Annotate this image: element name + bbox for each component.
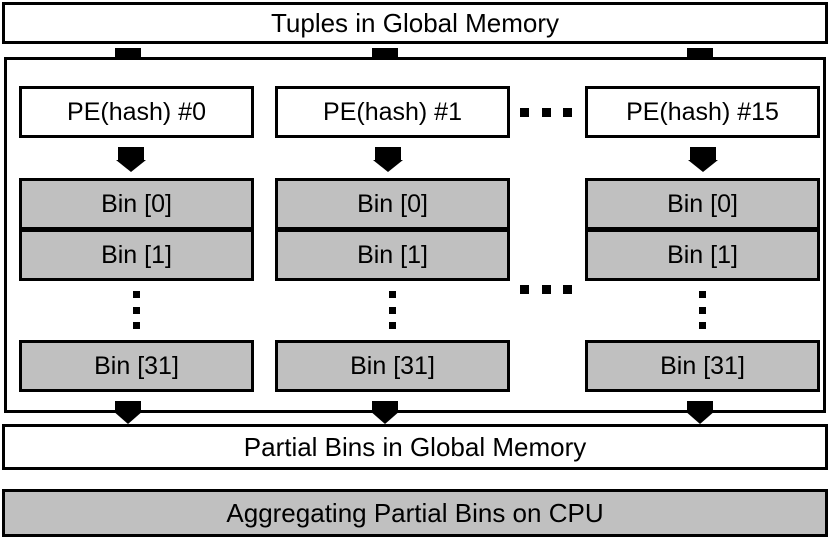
arrow-tail xyxy=(372,401,398,410)
arrow-pe-15-to-bins xyxy=(687,147,719,172)
arrow-bins-0-to-partial xyxy=(112,401,144,424)
dot xyxy=(389,322,396,329)
bin-box-0-1[interactable]: Bin [1] xyxy=(19,229,254,281)
arrow-tail xyxy=(375,147,401,160)
dot xyxy=(563,108,572,117)
dot xyxy=(563,285,572,294)
dot xyxy=(541,285,551,294)
dot xyxy=(389,291,396,298)
arrow-pe-0-to-bins xyxy=(115,147,147,172)
bin-box-15-0[interactable]: Bin [0] xyxy=(585,178,820,230)
arrow-tail xyxy=(118,147,144,160)
arrow-tail xyxy=(372,48,398,57)
arrow-head xyxy=(373,160,403,172)
pe-column-0: PE(hash) #0 Bin [0] Bin [1] Bin [31] xyxy=(19,60,254,416)
pe-column-15: PE(hash) #15 Bin [0] Bin [1] Bin [31] xyxy=(585,60,820,416)
arrow-tail xyxy=(690,147,716,160)
vertical-ellipsis-icon-column-15 xyxy=(585,288,820,332)
pe-box-1[interactable]: PE(hash) #1 xyxy=(275,86,510,138)
dot xyxy=(520,285,529,294)
dot xyxy=(389,306,396,314)
dot xyxy=(133,322,140,329)
dot xyxy=(699,322,706,329)
arrow-tail xyxy=(115,48,141,57)
bin-box-1-0[interactable]: Bin [0] xyxy=(275,178,510,230)
arrow-head xyxy=(369,410,401,424)
arrow-bins-15-to-partial xyxy=(684,401,716,424)
dot xyxy=(133,306,140,314)
bin-box-1-31[interactable]: Bin [31] xyxy=(275,340,510,392)
dot xyxy=(133,291,140,298)
bin-box-1-1[interactable]: Bin [1] xyxy=(275,229,510,281)
bin-box-0-0[interactable]: Bin [0] xyxy=(19,178,254,230)
dot xyxy=(520,108,529,117)
bin-box-15-31[interactable]: Bin [31] xyxy=(585,340,820,392)
dot xyxy=(699,306,706,314)
pe-column-1: PE(hash) #1 Bin [0] Bin [1] Bin [31] xyxy=(275,60,510,416)
pe-box-0[interactable]: PE(hash) #0 xyxy=(19,86,254,138)
dot xyxy=(541,108,551,117)
processing-elements-container: PE(hash) #0 Bin [0] Bin [1] Bin [31] PE(… xyxy=(4,57,826,413)
bin-box-0-31[interactable]: Bin [31] xyxy=(19,340,254,392)
arrow-pe-1-to-bins xyxy=(372,147,404,172)
partial-bins-global-memory-banner: Partial Bins in Global Memory xyxy=(2,424,828,470)
vertical-ellipsis-icon-column-0 xyxy=(19,288,254,332)
aggregating-partial-bins-cpu-banner: Aggregating Partial Bins on CPU xyxy=(2,489,828,537)
tuples-global-memory-banner: Tuples in Global Memory xyxy=(2,2,828,44)
arrow-head xyxy=(112,410,144,424)
arrow-tail xyxy=(687,48,713,57)
pe-box-15[interactable]: PE(hash) #15 xyxy=(585,86,820,138)
arrow-tail xyxy=(687,401,713,410)
arrow-head xyxy=(116,160,146,172)
vertical-ellipsis-icon-column-1 xyxy=(275,288,510,332)
arrow-head xyxy=(688,160,718,172)
horizontal-ellipsis-icon-pe-row xyxy=(520,108,572,117)
horizontal-ellipsis-icon-bin-row xyxy=(520,285,572,294)
bin-box-15-1[interactable]: Bin [1] xyxy=(585,229,820,281)
arrow-tail xyxy=(115,401,141,410)
arrow-head xyxy=(684,410,716,424)
dot xyxy=(699,291,706,298)
arrow-bins-1-to-partial xyxy=(369,401,401,424)
